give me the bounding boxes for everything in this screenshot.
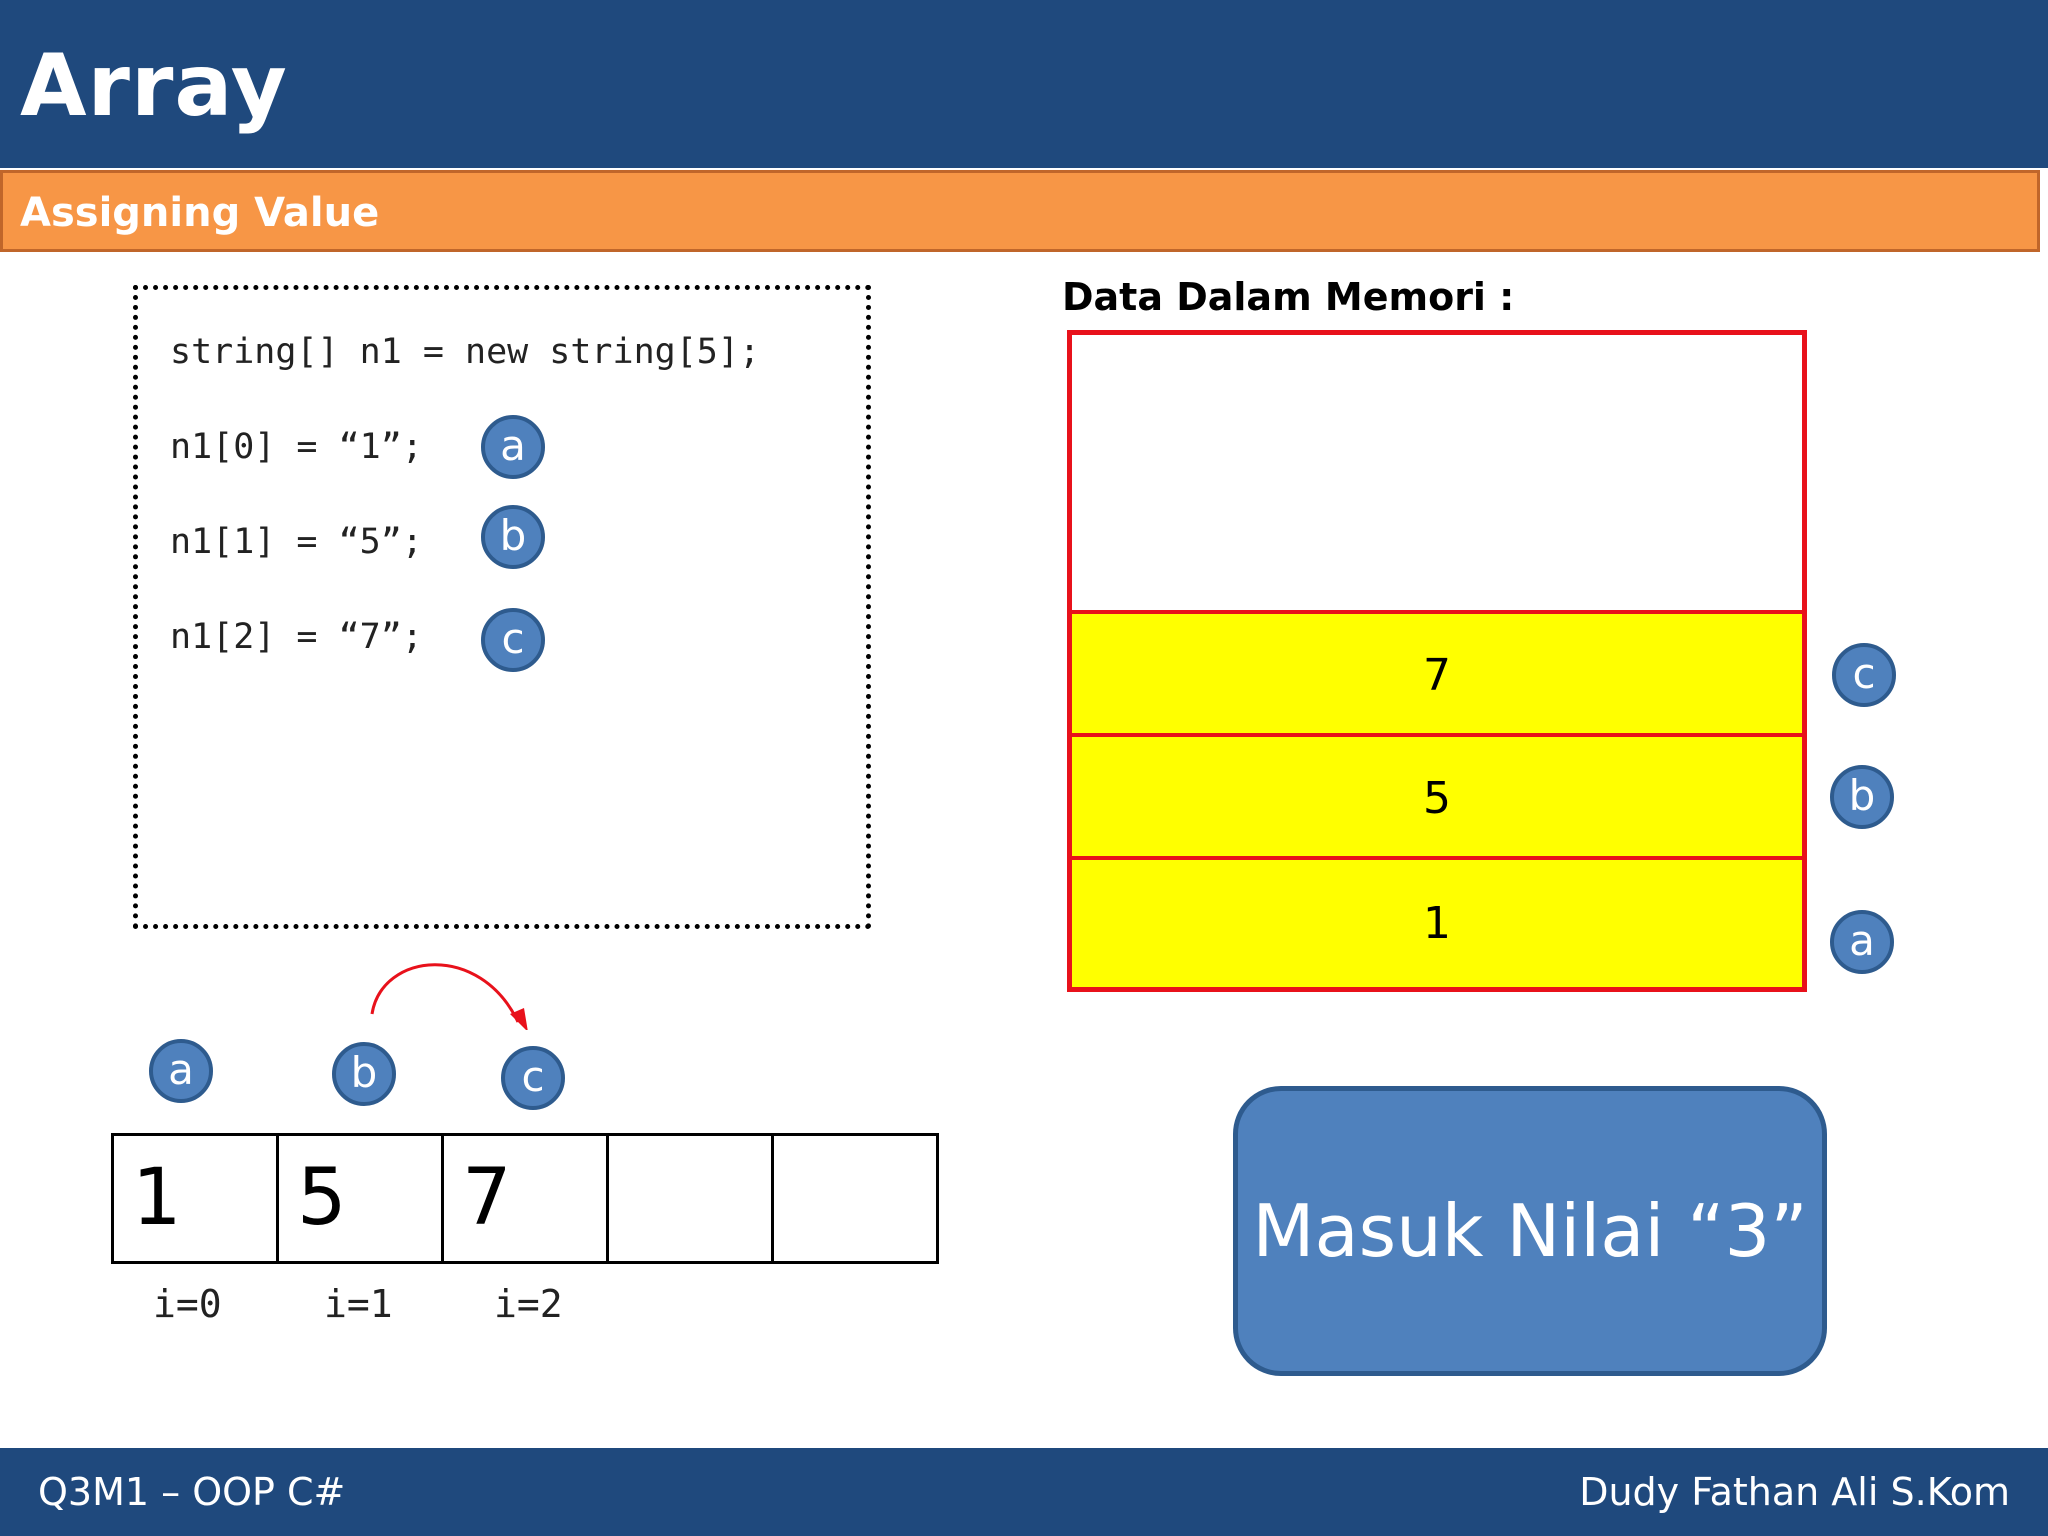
code-line-assign-2: n1[2] = “7”; xyxy=(170,617,423,657)
title-bar xyxy=(0,0,2048,168)
code-marker-c: c xyxy=(481,608,545,672)
array-cell-4 xyxy=(771,1133,939,1264)
index-label-2: i=2 xyxy=(494,1282,563,1326)
array-cell-2: 7 xyxy=(441,1133,609,1264)
subtitle-bar xyxy=(0,170,2040,252)
array-marker-c: c xyxy=(501,1046,565,1110)
memory-stack: 7 5 1 xyxy=(1067,330,1807,992)
footer-course: Q3M1 – OOP C# xyxy=(38,1470,346,1514)
memory-marker-c: c xyxy=(1832,643,1896,707)
curved-arrow-icon xyxy=(370,963,528,1030)
footer-bar xyxy=(0,1448,2048,1536)
insert-value-label: Masuk Nilai “3” xyxy=(1252,1189,1808,1273)
memory-cell-1: 1 xyxy=(1072,856,1802,987)
index-label-1: i=1 xyxy=(324,1282,393,1326)
array-marker-a: a xyxy=(149,1039,213,1103)
memory-marker-b: b xyxy=(1830,765,1894,829)
code-box xyxy=(133,285,871,929)
memory-title: Data Dalam Memori : xyxy=(1062,275,1515,319)
array-marker-b: b xyxy=(332,1042,396,1106)
memory-marker-a: a xyxy=(1830,910,1894,974)
array-cell-3 xyxy=(606,1133,774,1264)
code-marker-b: b xyxy=(481,505,545,569)
insert-value-button[interactable]: Masuk Nilai “3” xyxy=(1233,1086,1827,1376)
footer-author: Dudy Fathan Ali S.Kom xyxy=(1579,1470,2010,1514)
code-marker-a: a xyxy=(481,415,545,479)
code-line-assign-0: n1[0] = “1”; xyxy=(170,427,423,467)
array-cell-1: 5 xyxy=(276,1133,444,1264)
slide-subtitle: Assigning Value xyxy=(20,190,380,236)
memory-cell-7: 7 xyxy=(1072,610,1802,737)
index-label-0: i=0 xyxy=(153,1282,222,1326)
code-line-declaration: string[] n1 = new string[5]; xyxy=(170,332,761,372)
slide-title: Array xyxy=(20,36,288,136)
code-line-assign-1: n1[1] = “5”; xyxy=(170,522,423,562)
memory-cell-5: 5 xyxy=(1072,733,1802,860)
array-cell-0: 1 xyxy=(111,1133,279,1264)
